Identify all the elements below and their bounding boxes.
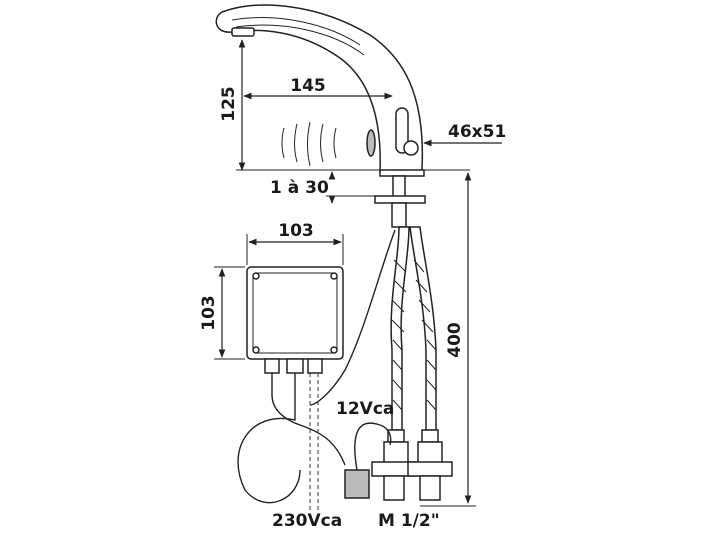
sensor-beam <box>281 121 337 167</box>
dim-total-height: 400 <box>420 172 476 507</box>
solenoid <box>344 469 370 499</box>
dim-deck-thickness: 1 à 30 <box>270 171 392 204</box>
sensor-window <box>366 129 376 157</box>
dim-1a30-label: 1 à 30 <box>270 178 329 198</box>
aerator <box>231 27 255 37</box>
dim-box-height: 103 <box>199 266 245 360</box>
dim-spout-height: 125 <box>219 39 470 171</box>
dim-125-label: 125 <box>219 86 239 122</box>
faucet-spout <box>215 4 424 173</box>
dim-spout-reach: 145 <box>243 76 393 100</box>
faucet-base <box>374 169 426 228</box>
dim-body-size: 46x51 <box>423 122 506 147</box>
control-box <box>246 266 344 374</box>
dim-103-width-label: 103 <box>278 221 314 241</box>
label-230vca: 230Vca <box>272 511 342 531</box>
dim-103-height-label: 103 <box>199 295 219 331</box>
dim-400-label: 400 <box>445 322 465 358</box>
side-lever <box>395 107 409 154</box>
dim-145-label: 145 <box>290 76 326 96</box>
dim-box-width: 103 <box>246 221 344 265</box>
dim-46x51-label: 46x51 <box>448 122 506 142</box>
label-12vca: 12Vca <box>336 399 394 419</box>
label-m12: M 1/2" <box>378 511 440 531</box>
power-cable <box>237 373 346 510</box>
stop-valves <box>344 422 453 501</box>
